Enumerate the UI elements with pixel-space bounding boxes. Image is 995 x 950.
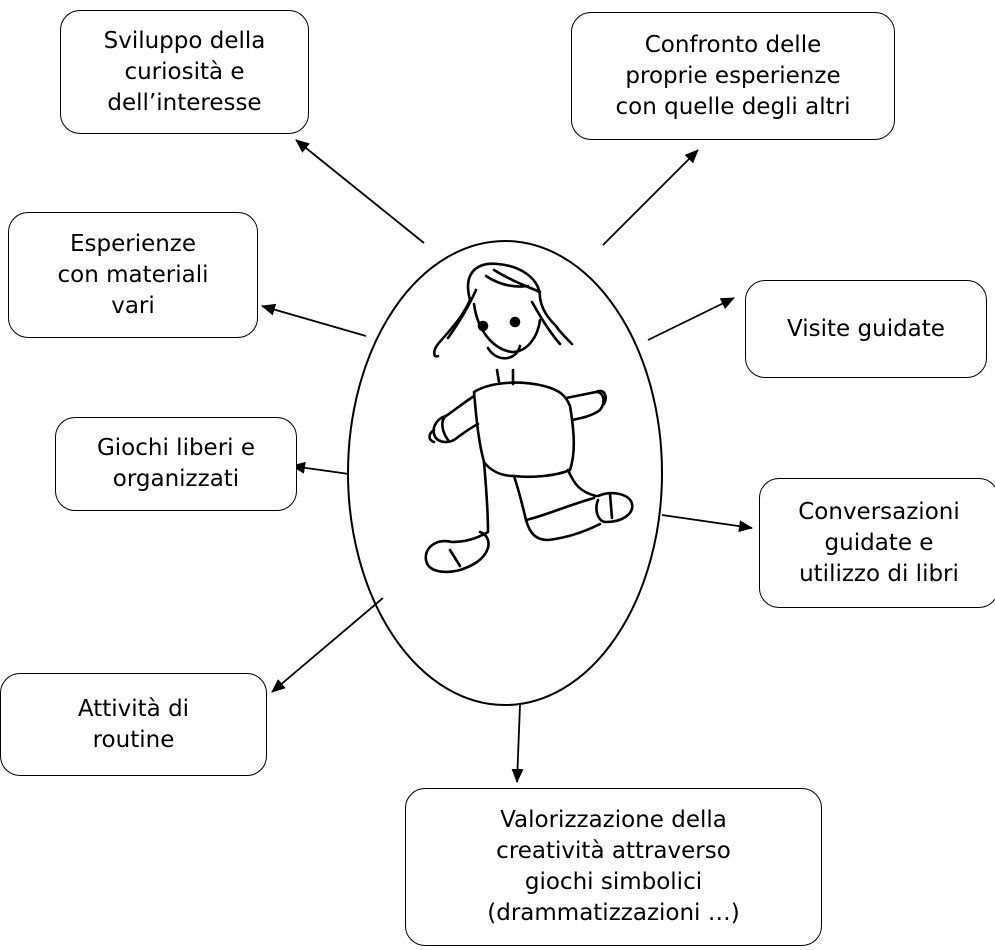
child-drawing-icon xyxy=(424,262,634,574)
box-esperienze-materiali: Esperienze con materiali vari xyxy=(8,212,258,338)
box-valorizzazione-creativita-label: Valorizzazione della creatività attraver… xyxy=(487,807,740,926)
arrow-to-giochi xyxy=(291,461,350,475)
box-visite-guidate-label: Visite guidate xyxy=(787,315,945,342)
arrow-to-conversazioni xyxy=(661,514,753,533)
box-confronto-esperienze-label: Confronto delle proprie esperienze con q… xyxy=(615,31,851,120)
box-esperienze-materiali-label: Esperienze con materiali vari xyxy=(57,230,209,319)
arrow-to-attivita xyxy=(271,597,384,693)
arrows xyxy=(261,139,753,783)
box-conversazioni-guidate-label: Conversazioni guidate e utilizzo di libr… xyxy=(798,498,960,587)
arrow-to-valorizzazione xyxy=(511,704,524,783)
box-attivita-routine: Attività di routine xyxy=(0,673,267,776)
box-giochi-liberi-label: Giochi liberi e organizzati xyxy=(96,435,256,492)
box-sviluppo-curiosita-label: Sviluppo della curiosità e dell’interess… xyxy=(103,27,266,116)
arrow-to-confronto xyxy=(602,149,699,246)
center-ellipse xyxy=(347,240,663,706)
box-sviluppo-curiosita: Sviluppo della curiosità e dell’interess… xyxy=(60,10,309,134)
box-conversazioni-guidate: Conversazioni guidate e utilizzo di libr… xyxy=(759,478,995,608)
box-confronto-esperienze: Confronto delle proprie esperienze con q… xyxy=(571,12,895,140)
box-giochi-liberi: Giochi liberi e organizzati xyxy=(55,417,297,511)
box-attivita-routine-label: Attività di routine xyxy=(77,695,190,753)
arrow-to-esperienze xyxy=(261,303,367,337)
arrow-to-visite xyxy=(647,297,735,341)
arrow-to-sviluppo xyxy=(295,139,425,244)
box-visite-guidate: Visite guidate xyxy=(745,280,987,378)
box-valorizzazione-creativita: Valorizzazione della creatività attraver… xyxy=(405,788,822,946)
